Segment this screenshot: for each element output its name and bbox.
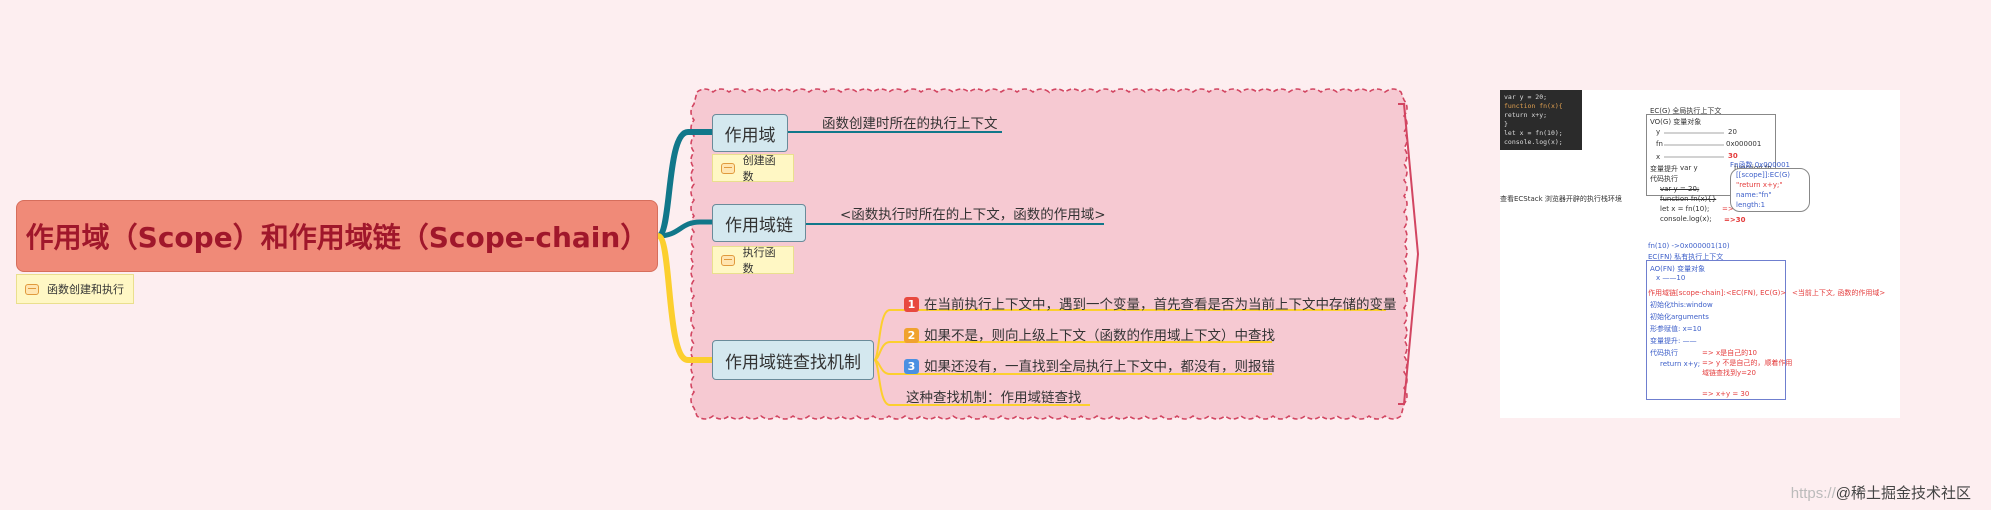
step-badge-3: 3 — [904, 359, 919, 374]
root-title: 作用域（Scope）和作用域链（Scope-chain） — [25, 221, 649, 254]
ecg-title: EC(G) 全局执行上下文 — [1650, 107, 1722, 115]
root-note[interactable]: 函数创建和执行 — [16, 274, 134, 304]
call-label: fn(10) ->0x000001(10) — [1648, 242, 1730, 250]
ecfn-box — [1646, 260, 1786, 400]
scope-note[interactable]: 创建函数 — [712, 154, 794, 183]
topic-lookup-mechanism[interactable]: 作用域链查找机制 — [712, 340, 874, 380]
note-icon — [721, 254, 735, 266]
code-snippet: var y = 20; function fn(x){ return x+y; … — [1500, 90, 1582, 150]
code-screenshot: var y = 20; function fn(x){ return x+y; … — [1500, 90, 1900, 418]
topic-scope-chain[interactable]: 作用域链 — [712, 204, 806, 242]
ecg-box — [1646, 114, 1776, 196]
note-icon — [25, 283, 39, 295]
topic-scope[interactable]: 作用域 — [712, 114, 788, 152]
scope-description: 函数创建时所在的执行上下文 — [822, 116, 998, 132]
scope-chain-description: <函数执行时所在的上下文，函数的作用域> — [840, 207, 1106, 223]
watermark: https://@稀土掘金技术社区 — [1790, 485, 1971, 502]
step-badge-1: 1 — [904, 297, 919, 312]
vo-pointer-lines — [1664, 132, 1724, 158]
step-badge-2: 2 — [904, 328, 919, 343]
lookup-summary: 这种查找机制：作用域链查找 — [906, 390, 1082, 406]
scope-chain-note[interactable]: 执行函数 — [712, 246, 794, 275]
note-icon — [721, 162, 735, 174]
scope-chain-text: 作用域链[scope-chain]:<EC(FN), EC(G)> — [1648, 289, 1787, 297]
ecfn-title: EC(FN) 私有执行上下文 — [1648, 253, 1724, 261]
heap-title: Fn函数 0x000001 — [1730, 161, 1791, 169]
root-note-label: 函数创建和执行 — [47, 284, 124, 296]
cloud-boundary — [690, 88, 1408, 420]
root-topic[interactable]: 作用域（Scope）和作用域链（Scope-chain） — [16, 200, 658, 272]
heap-box — [1730, 168, 1810, 212]
summary-brace — [1398, 103, 1420, 405]
ecstack-label: 查看ECStack 浏览器开辟的执行栈环境 — [1500, 195, 1622, 203]
scope-chain-note-text: <当前上下文, 函数的作用域> — [1792, 289, 1886, 297]
